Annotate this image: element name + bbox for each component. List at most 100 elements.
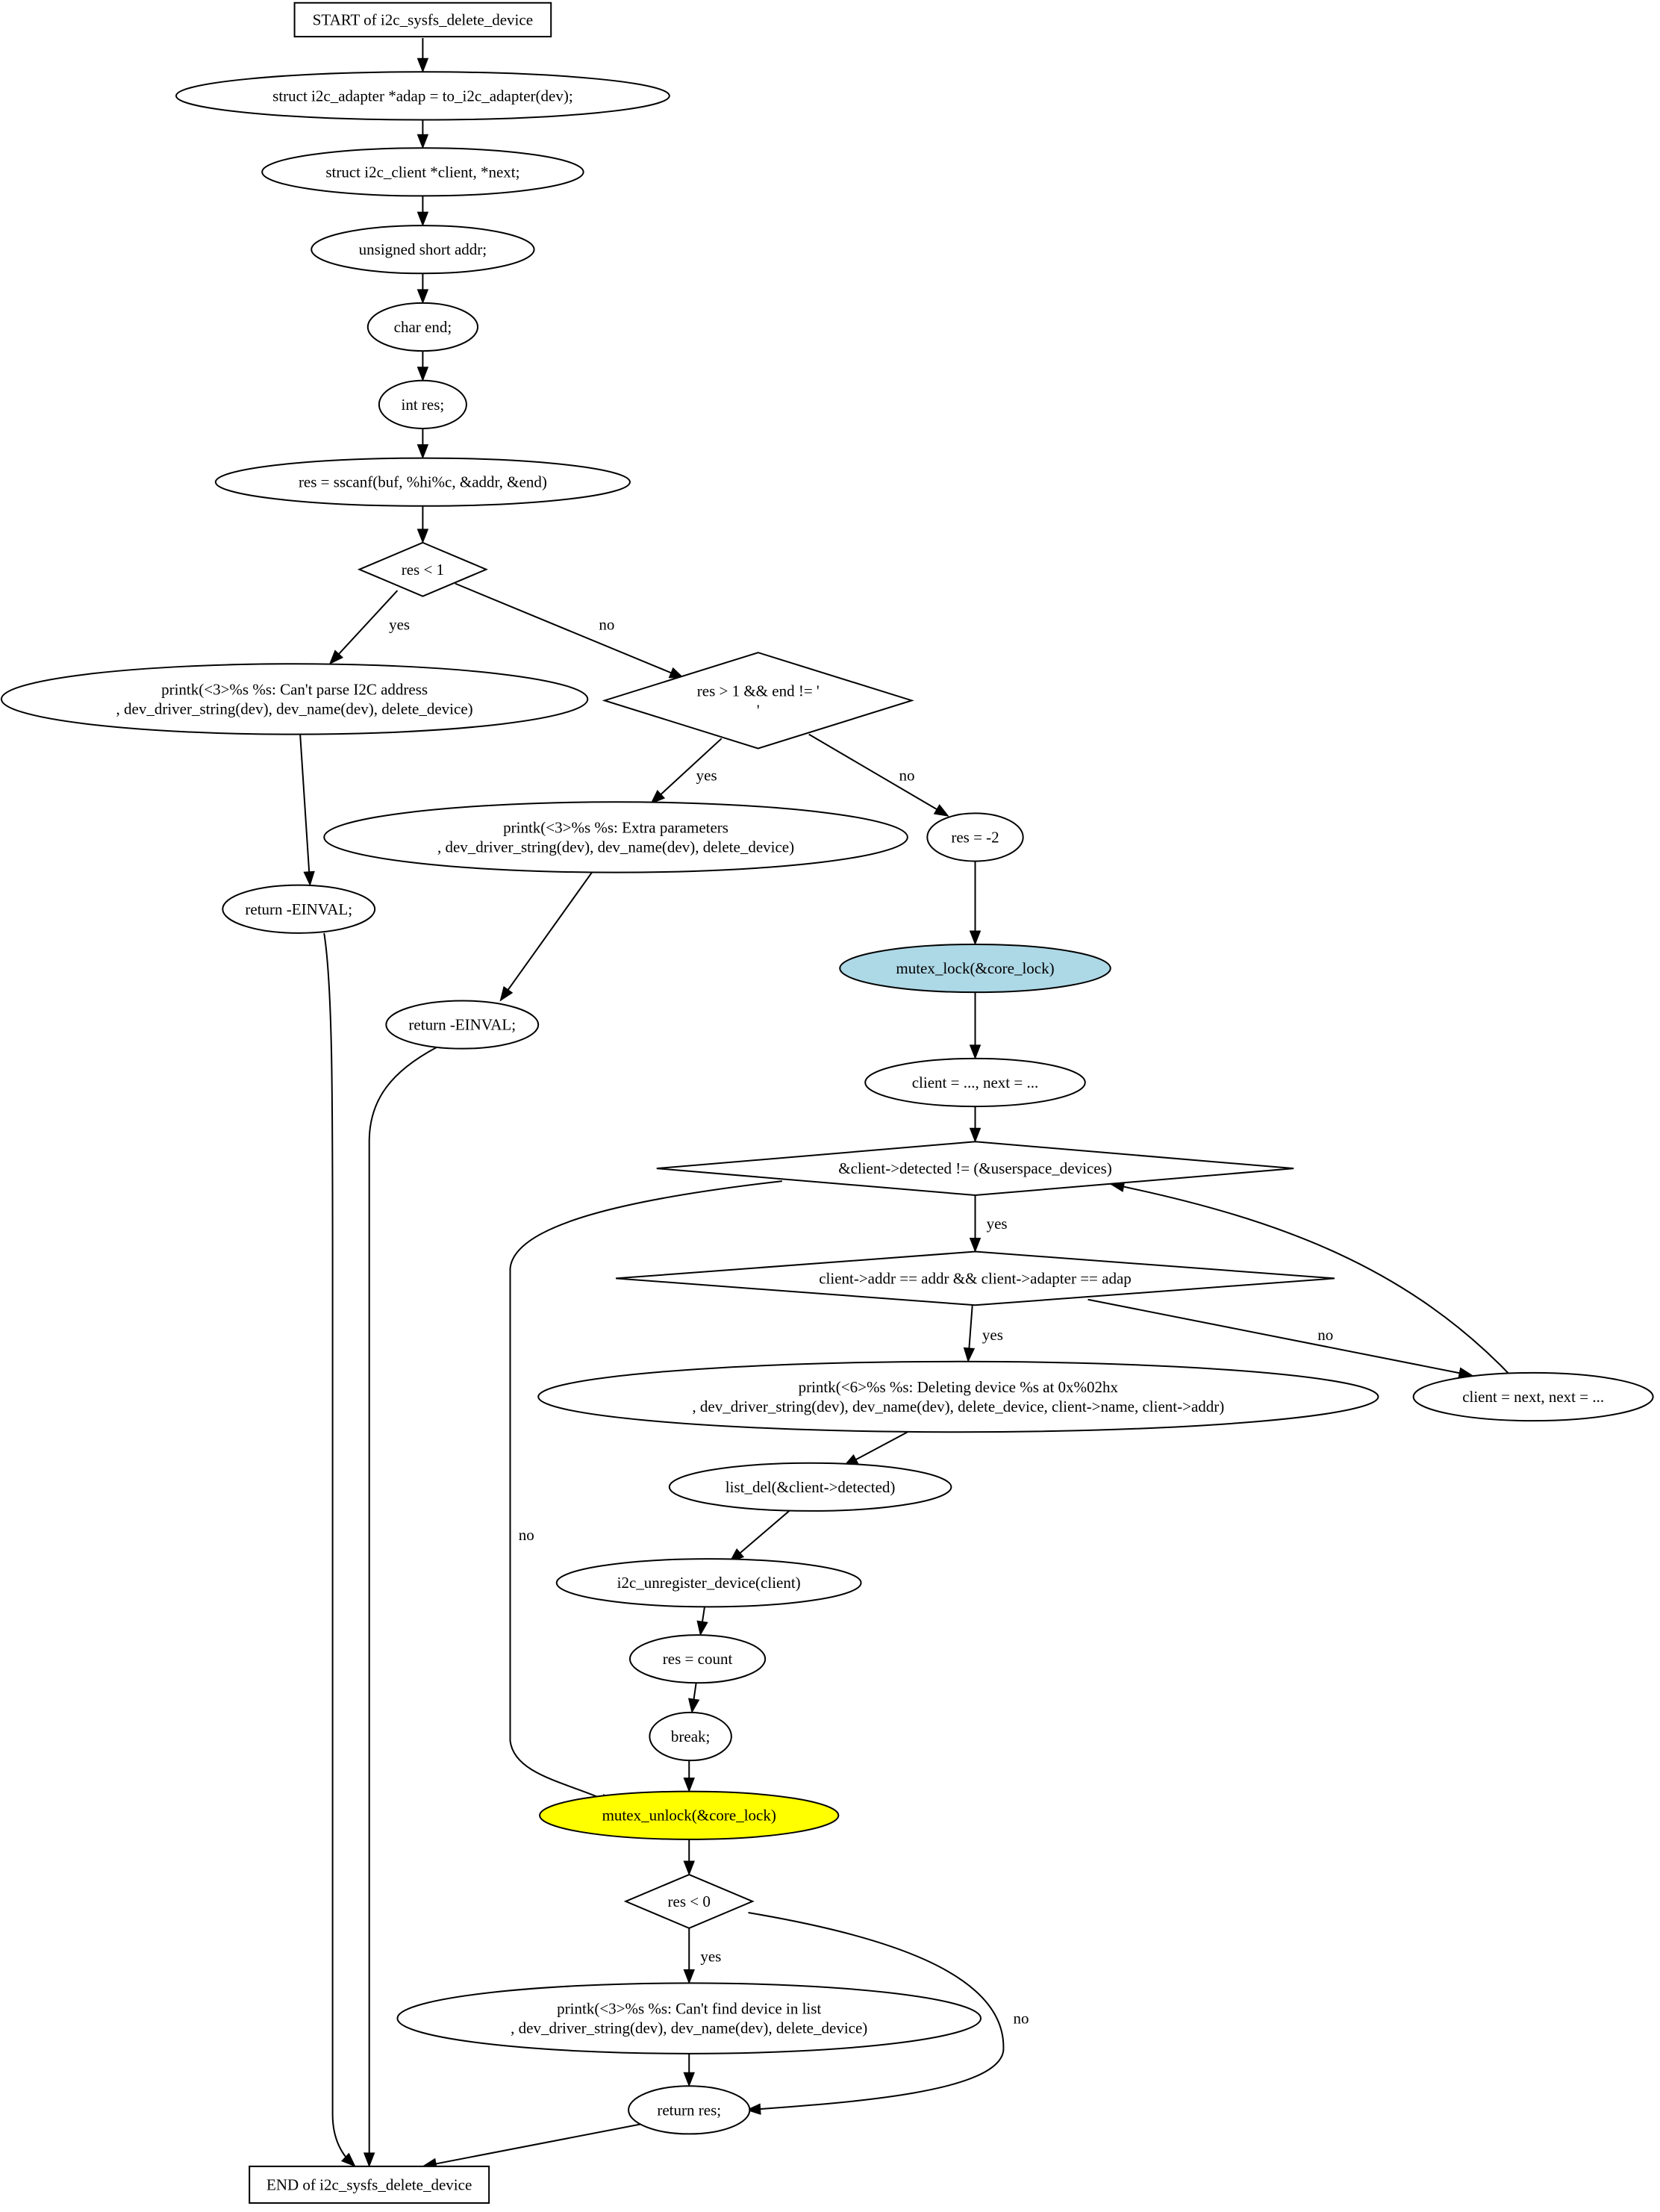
- edge-n7-to-lock: [969, 861, 982, 946]
- edge-label-yes: yes: [982, 1326, 1003, 1344]
- ellipse-shape: [926, 812, 1024, 862]
- edge-arrowhead: [969, 1238, 982, 1253]
- edge-arrowhead: [969, 930, 982, 946]
- ellipse-shape: [628, 2085, 751, 2135]
- node-n1: struct i2c_adapter *adap = to_i2c_adapte…: [175, 71, 670, 121]
- edge-arrowhead: [416, 444, 429, 459]
- node-text: unsigned short addr;: [359, 240, 487, 258]
- edge-d3-to-d4: yes: [969, 1195, 1008, 1253]
- node-text: int res;: [402, 396, 445, 414]
- edge-d1-to-p1: yes: [328, 590, 410, 665]
- ellipse-shape: [214, 457, 631, 507]
- edge-arrowhead: [963, 1347, 976, 1363]
- edge-line: [1088, 1298, 1463, 1374]
- edge-label-no: no: [519, 1526, 534, 1544]
- diamond-shape: [615, 1250, 1335, 1306]
- edge-arrowhead: [416, 289, 429, 305]
- edge-n5-to-n6: [416, 428, 429, 459]
- node-p3: printk(<6>%s %s: Deleting device %s at 0…: [537, 1360, 1379, 1433]
- node-text: res = count: [663, 1650, 733, 1668]
- edge-r1-to-end: [323, 932, 356, 2167]
- edge-arrowhead: [683, 1860, 695, 1876]
- edge-label-no: no: [899, 766, 915, 784]
- edge-n4-to-n5: [416, 351, 429, 382]
- edge-r3-to-end: [422, 2123, 642, 2169]
- edge-arrowhead: [499, 985, 514, 1002]
- edge-n13-to-unlock: [683, 1760, 695, 1793]
- edge-n8-to-d3: [969, 1106, 982, 1143]
- edge-arrowhead: [416, 367, 429, 382]
- node-text: res = sscanf(buf, %hi%c, &addr, &end): [299, 473, 547, 491]
- edge-arrowhead: [696, 1620, 708, 1636]
- diamond-shape: [357, 541, 488, 597]
- edge-line: [737, 1510, 790, 1556]
- node-n12: res = count: [628, 1634, 767, 1684]
- node-text: struct i2c_adapter *adap = to_i2c_adapte…: [272, 87, 573, 105]
- node-unlock: mutex_unlock(&core_lock): [539, 1790, 840, 1840]
- edge-arrowhead: [933, 804, 949, 817]
- node-text: i2c_unregister_device(client): [617, 1574, 801, 1592]
- edge-n2-to-n3: [416, 196, 429, 227]
- edge-arrowhead: [303, 870, 315, 887]
- diamond-shape: [656, 1141, 1294, 1197]
- edge-curve: [323, 932, 356, 2167]
- node-text: mutex_lock(&core_lock): [896, 959, 1054, 977]
- node-text: , dev_driver_string(dev), dev_name(dev),…: [511, 2019, 867, 2037]
- edge-label-yes: yes: [987, 1215, 1008, 1233]
- ellipse-shape: [537, 1360, 1379, 1433]
- edge-label-yes: yes: [700, 1948, 721, 1966]
- node-d4: client->addr == addr && client->adapter …: [615, 1250, 1335, 1306]
- edge-arrowhead: [650, 789, 666, 805]
- edge-start-to-n1: [416, 37, 429, 73]
- edge-line: [808, 733, 940, 811]
- node-n11: i2c_unregister_device(client): [555, 1558, 862, 1608]
- node-text: printk(<3>%s %s: Extra parameters: [503, 818, 728, 836]
- edge-p1-to-r1: [299, 734, 315, 887]
- edge-label-no: no: [1317, 1326, 1333, 1344]
- edge-n10-to-n11: [728, 1510, 790, 1563]
- node-text: , dev_driver_string(dev), dev_name(dev),…: [692, 1398, 1224, 1415]
- node-text: return -EINVAL;: [245, 900, 352, 918]
- edge-line: [852, 1431, 908, 1462]
- node-text: START of i2c_sysfs_delete_device: [313, 10, 533, 28]
- diamond-shape: [623, 1873, 755, 1929]
- node-text: return -EINVAL;: [408, 1016, 516, 1034]
- edge-arrowhead: [683, 1778, 695, 1793]
- edge-d5-to-p4: yes: [683, 1928, 721, 1984]
- ellipse-shape: [668, 1462, 952, 1512]
- edge-arrowhead: [746, 2103, 761, 2115]
- edge-arrowhead: [328, 649, 344, 665]
- edge-arrowhead: [687, 1698, 700, 1714]
- edge-label-yes: yes: [696, 766, 717, 784]
- edge-d2-to-n7: no: [808, 733, 949, 817]
- ellipse-shape: [628, 1634, 767, 1684]
- node-text: &client->detected != (&userspace_devices…: [838, 1159, 1112, 1177]
- edge-arrowhead: [969, 1127, 982, 1143]
- box-shape: [293, 1, 552, 38]
- edge-arrowhead: [416, 529, 429, 544]
- edge-d5-to-r3: no: [746, 1912, 1029, 2115]
- ellipse-shape: [323, 801, 908, 873]
- node-text: mutex_unlock(&core_lock): [602, 1807, 776, 1825]
- ellipse-shape: [261, 147, 584, 197]
- ellipse-shape: [366, 302, 479, 352]
- edge-curve: [509, 1180, 782, 1805]
- node-n3: unsigned short addr;: [311, 225, 535, 275]
- ellipse-shape: [222, 884, 376, 934]
- node-n5: int res;: [378, 379, 467, 429]
- edge-line: [658, 738, 723, 797]
- edge-n12-to-n13: [687, 1683, 700, 1714]
- node-text: END of i2c_sysfs_delete_device: [266, 2175, 472, 2193]
- node-text: printk(<3>%s %s: Can't parse I2C address: [161, 680, 428, 698]
- node-text: , dev_driver_string(dev), dev_name(dev),…: [437, 838, 794, 856]
- edge-line: [505, 872, 593, 993]
- edge-n6-to-d1: [416, 505, 429, 544]
- ellipse-shape: [555, 1558, 862, 1608]
- edge-line: [455, 582, 675, 675]
- node-p4: printk(<3>%s %s: Can't find device in li…: [396, 1982, 982, 2054]
- node-text: client->addr == addr && client->adapter …: [819, 1269, 1132, 1287]
- edge-unlock-to-d5: [683, 1839, 695, 1876]
- edge-p3-to-n10: [843, 1431, 908, 1467]
- ellipse-shape: [378, 379, 467, 429]
